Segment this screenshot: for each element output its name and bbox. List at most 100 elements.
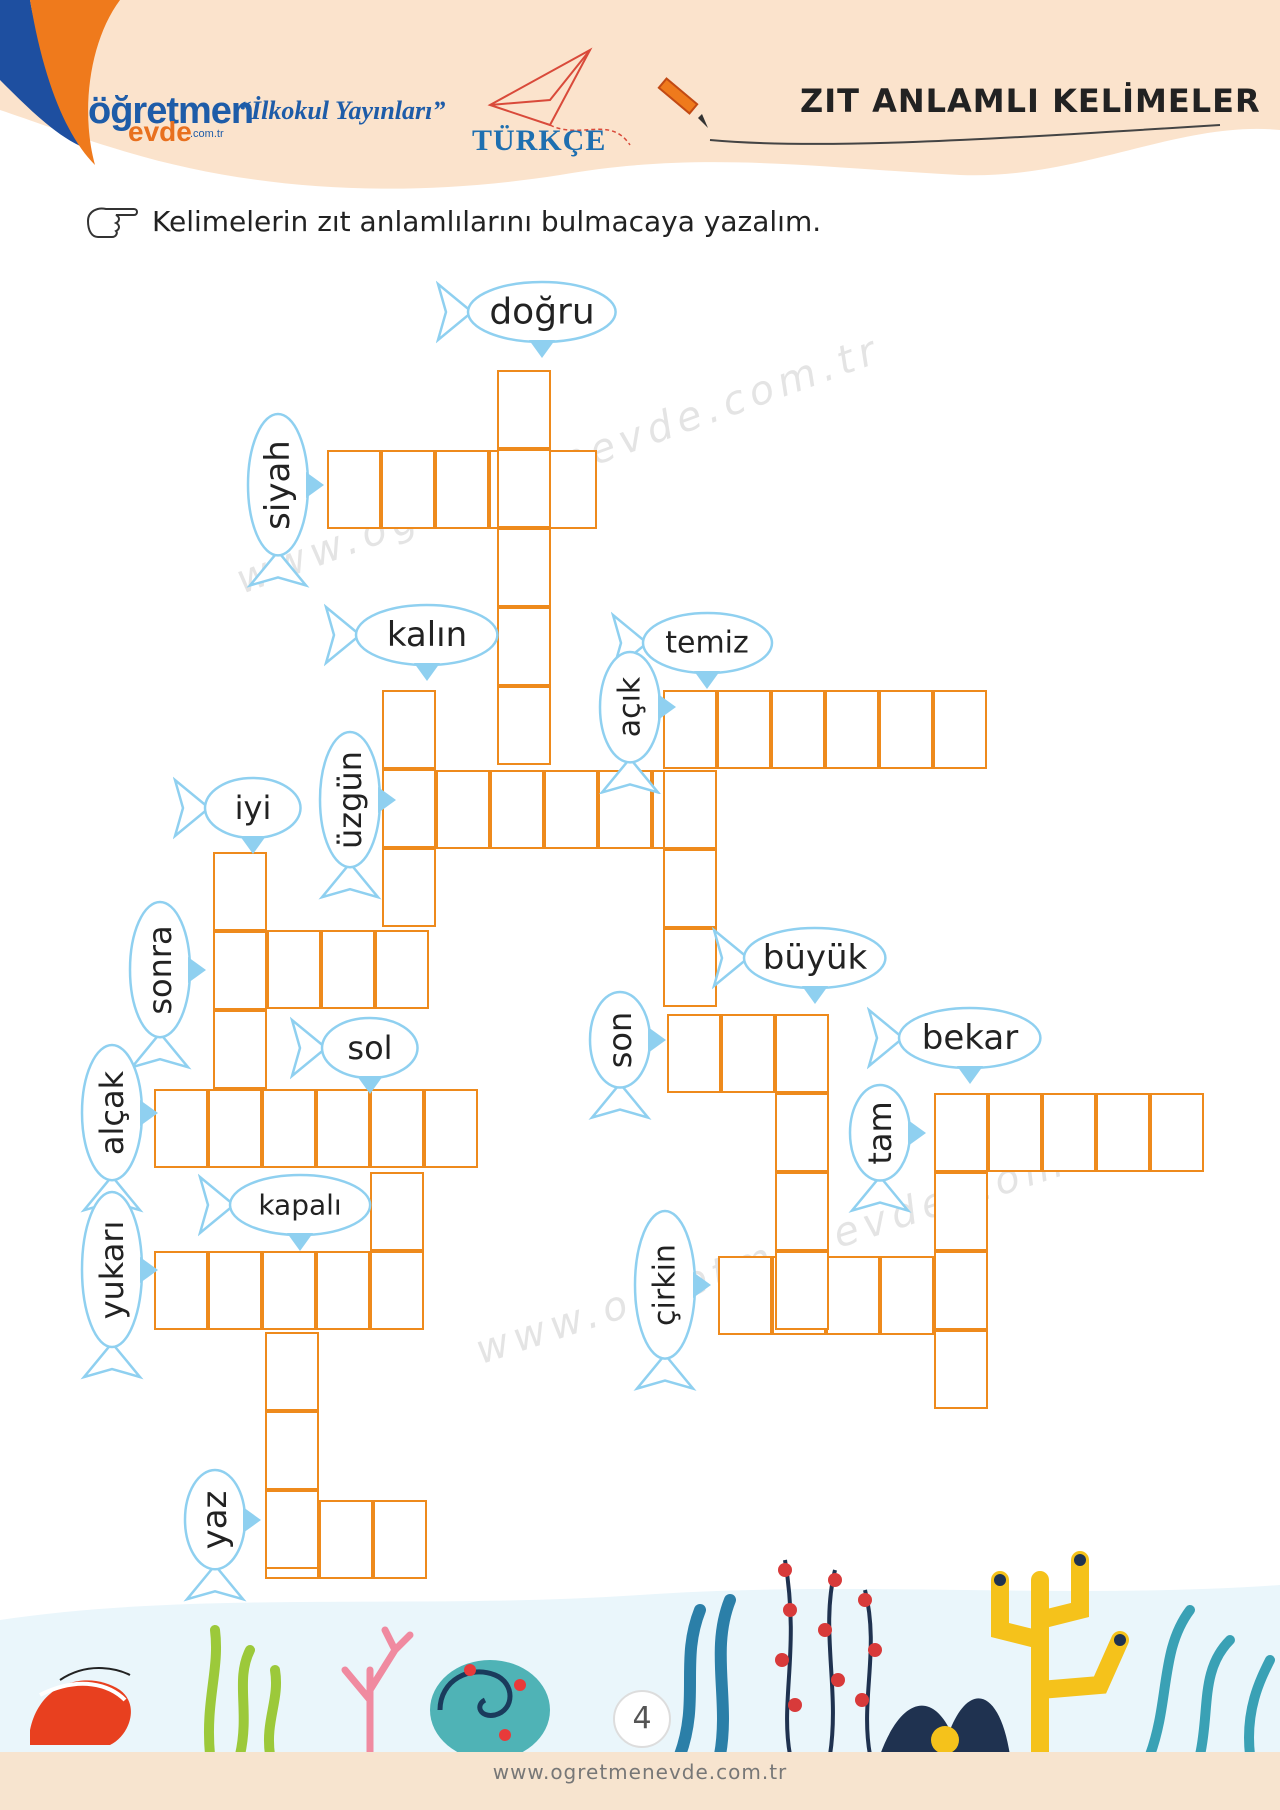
crossword-cell[interactable]: [265, 1411, 319, 1490]
crossword-cell[interactable]: [208, 1089, 262, 1168]
crossword-cell[interactable]: [1042, 1093, 1096, 1172]
clue-arrow-icon: [140, 1100, 158, 1126]
crossword-cell[interactable]: [825, 690, 879, 769]
crossword-cell[interactable]: [718, 1256, 772, 1335]
crossword-cell[interactable]: [667, 1014, 721, 1093]
clue-word-alcak: alçak: [93, 1070, 131, 1156]
clue-word-tam: tam: [861, 1101, 899, 1165]
crossword-cell[interactable]: [775, 1093, 829, 1172]
crossword-cell[interactable]: [382, 848, 436, 927]
crossword-cell[interactable]: [497, 528, 551, 607]
crossword-cell[interactable]: [497, 370, 551, 449]
crossword-cell[interactable]: [771, 690, 825, 769]
clue-arrow-icon: [648, 1027, 666, 1053]
crossword-cell[interactable]: [934, 1172, 988, 1251]
footer-url: www.ogretmenevde.com.tr: [492, 1760, 788, 1784]
crossword-cell[interactable]: [1096, 1093, 1150, 1172]
crossword-cell[interactable]: [316, 1089, 370, 1168]
crossword-cell[interactable]: [370, 1251, 424, 1330]
clue-word-yukari: yukarı: [93, 1220, 131, 1320]
crossword-cell[interactable]: [721, 1014, 775, 1093]
clue-arrow-icon: [693, 1272, 711, 1298]
crossword-cell[interactable]: [988, 1093, 1042, 1172]
clue-word-siyah: siyah: [258, 440, 298, 530]
crossword-cell[interactable]: [775, 1172, 829, 1251]
fish-clue-icon: [712, 926, 887, 990]
crossword-cell[interactable]: [316, 1251, 370, 1330]
clue-arrow-icon: [658, 694, 676, 720]
footer-band: [0, 1752, 1280, 1810]
subject-title: TÜRKÇE: [472, 124, 607, 157]
crossword-cell[interactable]: [663, 770, 717, 849]
crossword-cell[interactable]: [436, 770, 490, 849]
clue-word-uzgun: üzgün: [331, 751, 369, 849]
crossword-cell[interactable]: [934, 1251, 988, 1330]
clue-arrow-icon: [243, 1507, 261, 1533]
fish-clue-icon: [598, 650, 662, 795]
crossword-cell[interactable]: [262, 1089, 316, 1168]
crossword-cell[interactable]: [497, 449, 551, 528]
clue-arrow-icon: [287, 1233, 313, 1251]
pencil-icon: [657, 77, 708, 128]
fish-clue-icon: [633, 1209, 697, 1391]
clue-arrow-icon: [378, 787, 396, 813]
crossword-cell[interactable]: [775, 1251, 829, 1330]
clue-word-temiz: temiz: [665, 625, 749, 661]
crossword-cell[interactable]: [262, 1251, 316, 1330]
crossword-cell[interactable]: [265, 1490, 319, 1569]
sea-decoration: [0, 1551, 1280, 1760]
crossword-cell[interactable]: [717, 690, 771, 769]
crossword-cell[interactable]: [880, 1256, 934, 1335]
crossword-cell[interactable]: [663, 928, 717, 1007]
crossword-cell[interactable]: [213, 852, 267, 931]
crossword-cell[interactable]: [933, 690, 987, 769]
crossword-cell[interactable]: [934, 1093, 988, 1172]
crossword-cell[interactable]: [826, 1256, 880, 1335]
crossword-cell[interactable]: [381, 450, 435, 529]
crossword-cell[interactable]: [497, 686, 551, 765]
crossword-cell[interactable]: [267, 930, 321, 1009]
crossword-cell[interactable]: [208, 1251, 262, 1330]
crossword-cell[interactable]: [934, 1330, 988, 1409]
crossword-cell[interactable]: [490, 770, 544, 849]
crossword-cell[interactable]: [543, 450, 597, 529]
crossword-cell[interactable]: [424, 1089, 478, 1168]
fish-clue-icon: [867, 1006, 1042, 1070]
crossword-cell[interactable]: [154, 1089, 208, 1168]
crossword-cell[interactable]: [497, 607, 551, 686]
crossword-cell[interactable]: [775, 1014, 829, 1093]
crossword-cell[interactable]: [154, 1251, 208, 1330]
page-number: 4: [613, 1690, 671, 1748]
crossword-cell[interactable]: [319, 1500, 373, 1579]
clue-arrow-icon: [694, 671, 720, 689]
crossword-cell[interactable]: [663, 849, 717, 928]
crossword-cell[interactable]: [879, 690, 933, 769]
crossword-cell[interactable]: [265, 1332, 319, 1411]
clue-arrow-icon: [414, 663, 440, 681]
publisher-name: “İlkokul Yayınları”: [238, 96, 446, 125]
clue-word-buyuk: büyük: [762, 938, 868, 978]
crossword-cell[interactable]: [375, 930, 429, 1009]
instruction-text: Kelimelerin zıt anlamlılarını bulmacaya …: [152, 205, 822, 238]
crossword-cell[interactable]: [327, 450, 381, 529]
clue-arrow-icon: [908, 1120, 926, 1146]
clue-word-iyi: iyi: [234, 789, 272, 827]
clue-arrow-icon: [529, 340, 555, 358]
crossword-cell[interactable]: [213, 1010, 267, 1089]
crossword-cell[interactable]: [370, 1172, 424, 1251]
fish-clue-icon: [318, 731, 382, 900]
crossword-cell[interactable]: [213, 931, 267, 1010]
clue-word-dogru: doğru: [489, 291, 595, 333]
fish-clue-icon: [290, 1016, 420, 1080]
crossword-cell[interactable]: [544, 770, 598, 849]
fish-clue-icon: [197, 1173, 372, 1237]
fish-clue-icon: [246, 413, 310, 588]
crossword-cell[interactable]: [1150, 1093, 1204, 1172]
clue-arrow-icon: [306, 472, 324, 498]
crossword-cell[interactable]: [370, 1089, 424, 1168]
clue-word-son: son: [601, 1011, 639, 1069]
crossword-cell[interactable]: [382, 690, 436, 769]
crossword-cell[interactable]: [435, 450, 489, 529]
crossword-cell[interactable]: [321, 930, 375, 1009]
crossword-cell[interactable]: [373, 1500, 427, 1579]
